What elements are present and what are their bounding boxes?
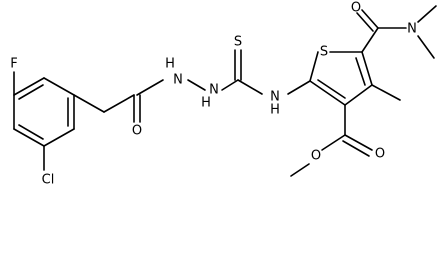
bond-n2-cs	[221, 79, 239, 91]
atom-cl: Cl	[42, 173, 55, 188]
bond-thio-3	[361, 51, 373, 86]
bond-c-nh	[237, 79, 263, 95]
bond-cester-o	[321, 134, 346, 151]
bond-nh-thio	[287, 80, 311, 95]
bond-benz-1	[43, 128, 75, 147]
bond-cn1	[136, 79, 164, 96]
bonds	[13, 5, 437, 177]
atom-h-thioamide: H	[270, 103, 280, 118]
bond-cester-o-1	[344, 134, 373, 151]
bond-camide-o-1	[361, 9, 379, 29]
bond-thio-5b	[317, 79, 346, 99]
bond-benz-4	[13, 77, 45, 96]
bond-thio-1	[309, 51, 319, 82]
bond-benz-4b	[18, 84, 44, 100]
atom-n-hydrazide1: N	[173, 73, 183, 88]
atom-o-ester-carbonyl: O	[375, 147, 385, 162]
bond-thio-4	[344, 84, 373, 106]
bond-nn	[187, 79, 206, 91]
atom-h-hydrazide1: H	[165, 57, 175, 72]
atom-f: F	[10, 57, 17, 72]
bond-o-me	[290, 163, 310, 177]
atom-o-dimethylamide: O	[351, 1, 361, 16]
bond-n-me2	[417, 35, 435, 59]
bond-thio-3b	[355, 57, 366, 86]
atom-n-thioamide: N	[270, 90, 280, 105]
bond-benz-6	[13, 128, 45, 147]
bond-benz-6b	[18, 124, 44, 140]
atom-n-hydrazide2: N	[209, 83, 219, 98]
bond-cester-o-2	[342, 140, 370, 157]
bond-camide-o-2	[356, 12, 374, 32]
atom-s-thiophene: S	[320, 45, 328, 60]
bond-n-me1	[417, 5, 437, 23]
bond-thio-5	[309, 80, 346, 106]
bond-ch2-2	[103, 94, 135, 113]
atom-n-dimethyl: N	[407, 22, 417, 37]
bond-ch2-1	[73, 94, 105, 113]
atom-h-hydrazide2: H	[201, 96, 211, 111]
atom-o-ester: O	[311, 149, 321, 164]
atom-labels: F Cl O H N H N S N H S O N O O	[10, 1, 417, 188]
bond-benz-3	[43, 77, 75, 96]
atom-o-amide: O	[132, 124, 142, 139]
bond-c-camide	[361, 27, 379, 53]
atom-s-thiocarbonyl: S	[234, 35, 242, 50]
bond-methyl	[371, 84, 401, 101]
